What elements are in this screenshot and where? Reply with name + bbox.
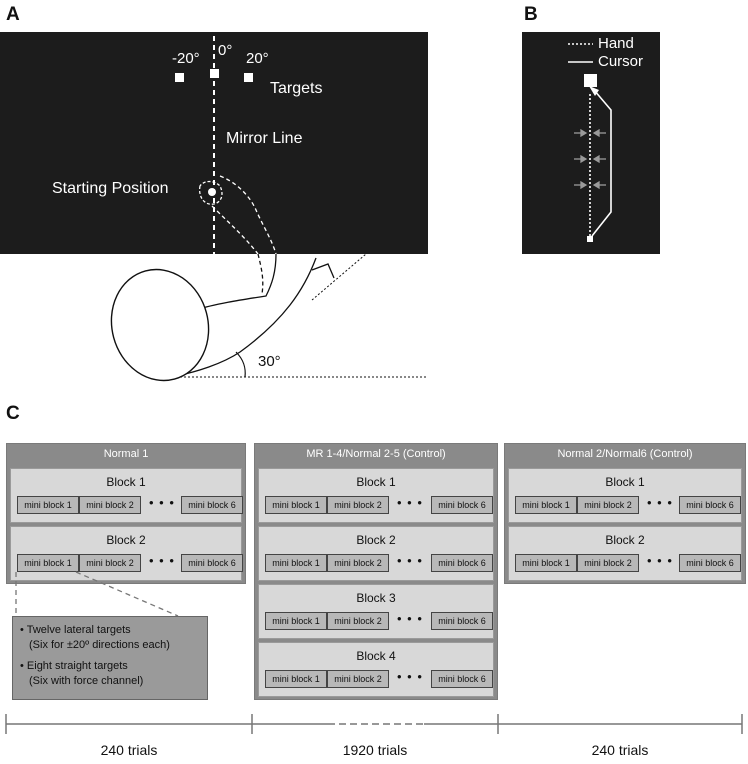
mini-block: mini block 2 (327, 612, 389, 630)
mini-block: mini block 2 (327, 554, 389, 572)
panel-c-letter: C (6, 403, 20, 424)
block: Block 2 mini block 1 mini block 2 • • • … (508, 526, 742, 581)
mini-block: mini block 2 (577, 554, 639, 572)
mini-block: mini block 2 (577, 496, 639, 514)
ellipsis: • • • (149, 495, 175, 510)
angle-label: 30° (258, 353, 281, 370)
ellipsis: • • • (647, 553, 673, 568)
cursor-arrowhead (589, 86, 599, 96)
block-title: Block 1 (356, 475, 396, 489)
column-title: MR 1-4/Normal 2-5 (Control) (306, 448, 446, 460)
angle-arc (235, 351, 246, 378)
mini-block: mini block 2 (327, 670, 389, 688)
note-line-1: • Twelve lateral targets (20, 624, 131, 636)
target-label-0: 0° (218, 42, 233, 59)
head-outline (110, 268, 210, 382)
ellipsis: • • • (397, 611, 423, 626)
trials-timeline (5, 714, 743, 734)
session-column-mr: MR 1-4/Normal 2-5 (Control) Block 1 mini… (254, 443, 498, 700)
block-title: Block 1 (605, 475, 645, 489)
block: Block 1 mini block 1 mini block 2 • • • … (258, 468, 494, 523)
session-column-normal2: Normal 2/Normal6 (Control) Block 1 mini … (504, 443, 746, 584)
ellipsis: • • • (397, 669, 423, 684)
starting-position-label: Starting Position (52, 180, 169, 197)
block: Block 1 mini block 1 mini block 2 • • • … (10, 468, 243, 523)
note-line-3: • Eight straight targets (20, 660, 128, 672)
block: Block 1 mini block 1 mini block 2 • • • … (508, 468, 742, 523)
upper-arm-top (195, 253, 277, 311)
hand-outline (198, 180, 223, 205)
block-title: Block 4 (356, 649, 396, 663)
upper-arm-bottom (175, 257, 317, 377)
mini-block: mini block 6 (181, 554, 243, 572)
right-angle-marker (311, 263, 335, 279)
mini-block: mini block 1 (17, 554, 79, 572)
ellipsis: • • • (397, 495, 423, 510)
mini-block: mini block 1 (265, 612, 327, 630)
forearm-upper-dashed (219, 175, 277, 255)
mini-block: mini block 2 (327, 496, 389, 514)
block-title: Block 1 (106, 475, 146, 489)
ellipsis: • • • (149, 553, 175, 568)
callout-lines (15, 571, 179, 617)
block-title: Block 2 (356, 533, 396, 547)
trials-label-normal1: 240 trials (100, 742, 158, 758)
mini-block: mini block 1 (265, 670, 327, 688)
mini-block: mini block 1 (17, 496, 79, 514)
mini-block: mini block 1 (515, 554, 577, 572)
mini-block: mini block 1 (515, 496, 577, 514)
block: Block 4 mini block 1 mini block 2 • • • … (258, 642, 494, 697)
forearm-lower-dashed (211, 205, 259, 255)
mini-block: mini block 6 (181, 496, 243, 514)
arm-hidden (257, 253, 264, 295)
panel-a-letter: A (6, 4, 20, 25)
ellipsis: • • • (647, 495, 673, 510)
start-dot (208, 188, 216, 196)
panel-b-start (587, 236, 593, 242)
legend-cursor-label: Cursor (598, 53, 644, 70)
mini-block: mini block 6 (679, 496, 741, 514)
panel-b-letter: B (524, 4, 538, 25)
mini-block: mini block 2 (79, 554, 141, 572)
cursor-path (591, 89, 612, 237)
target-label-plus20: 20° (246, 50, 269, 67)
session-column-normal1: Normal 1 Block 1 mini block 1 mini block… (6, 443, 246, 584)
note-line-4: (Six with force channel) (29, 675, 144, 687)
target-label-minus20: -20° (172, 50, 200, 67)
block: Block 2 mini block 1 mini block 2 • • • … (10, 526, 243, 581)
target-minus20 (175, 73, 184, 82)
mini-block-detail-note: • Twelve lateral targets (Six for ±20º d… (12, 616, 208, 700)
reference-line-arm (311, 253, 367, 301)
mini-block: mini block 6 (431, 496, 493, 514)
mini-block: mini block 1 (265, 496, 327, 514)
column-title: Normal 2/Normal6 (Control) (557, 448, 693, 460)
mini-block: mini block 6 (431, 612, 493, 630)
block-title: Block 3 (356, 591, 396, 605)
block-title: Block 2 (605, 533, 645, 547)
target-0 (210, 69, 219, 78)
trials-label-normal2: 240 trials (591, 742, 649, 758)
block-title: Block 2 (106, 533, 146, 547)
mirror-line-label: Mirror Line (226, 130, 303, 147)
block: Block 2 mini block 1 mini block 2 • • • … (258, 526, 494, 581)
arm-setup-diagram (110, 32, 660, 382)
mini-block: mini block 1 (265, 554, 327, 572)
targets-label: Targets (270, 80, 323, 97)
block: Block 3 mini block 1 mini block 2 • • • … (258, 584, 494, 639)
trials-label-mr: 1920 trials (342, 742, 408, 758)
panel-b-target (584, 74, 597, 87)
mini-block: mini block 6 (679, 554, 741, 572)
legend-hand-label: Hand (598, 35, 634, 52)
panel-b-display (522, 32, 660, 254)
column-title: Normal 1 (103, 448, 149, 460)
target-plus20 (244, 73, 253, 82)
force-channel-arrows (574, 128, 606, 190)
mini-block: mini block 2 (79, 496, 141, 514)
mini-block: mini block 6 (431, 670, 493, 688)
ellipsis: • • • (397, 553, 423, 568)
note-line-2: (Six for ±20º directions each) (29, 639, 170, 651)
mini-block: mini block 6 (431, 554, 493, 572)
